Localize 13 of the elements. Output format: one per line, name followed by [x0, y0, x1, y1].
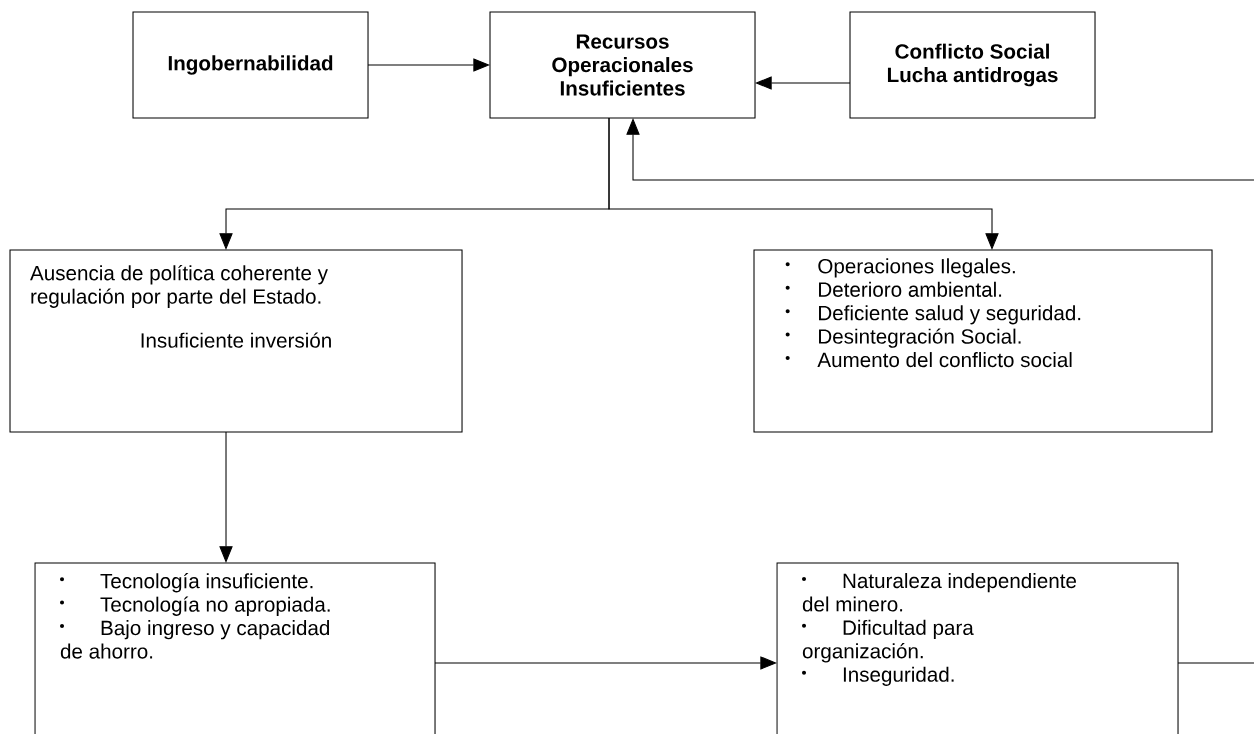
arrow	[367, 58, 490, 72]
arrow	[434, 656, 777, 670]
process-box: Ausencia de política coherente y regulación por parte del Estado. Insuficiente inversión	[9, 249, 463, 433]
bullet-list-box: Operaciones Ilegales. Deterioro ambiental. Deficiente salud y seguridad. Desintegración Social. Aumento del conflicto social	[753, 249, 1213, 433]
process-box: Conflicto Social Lucha antidrogas	[849, 11, 1096, 119]
arrow	[219, 431, 233, 563]
arrow	[608, 117, 999, 250]
arrow	[626, 118, 1254, 664]
process-box: Ingobernabilidad	[132, 11, 369, 119]
arrow	[755, 76, 851, 90]
bullet-list-box: Naturaleza independiente del minero. Dificultad para organización. Inseguridad.	[776, 562, 1179, 734]
bullet-list-box: Tecnología insuficiente. Tecnología no apropiada. Bajo ingreso y capacidad de ahorro.	[34, 562, 436, 734]
process-box: Recursos Operacionales Insuficientes	[489, 11, 756, 119]
